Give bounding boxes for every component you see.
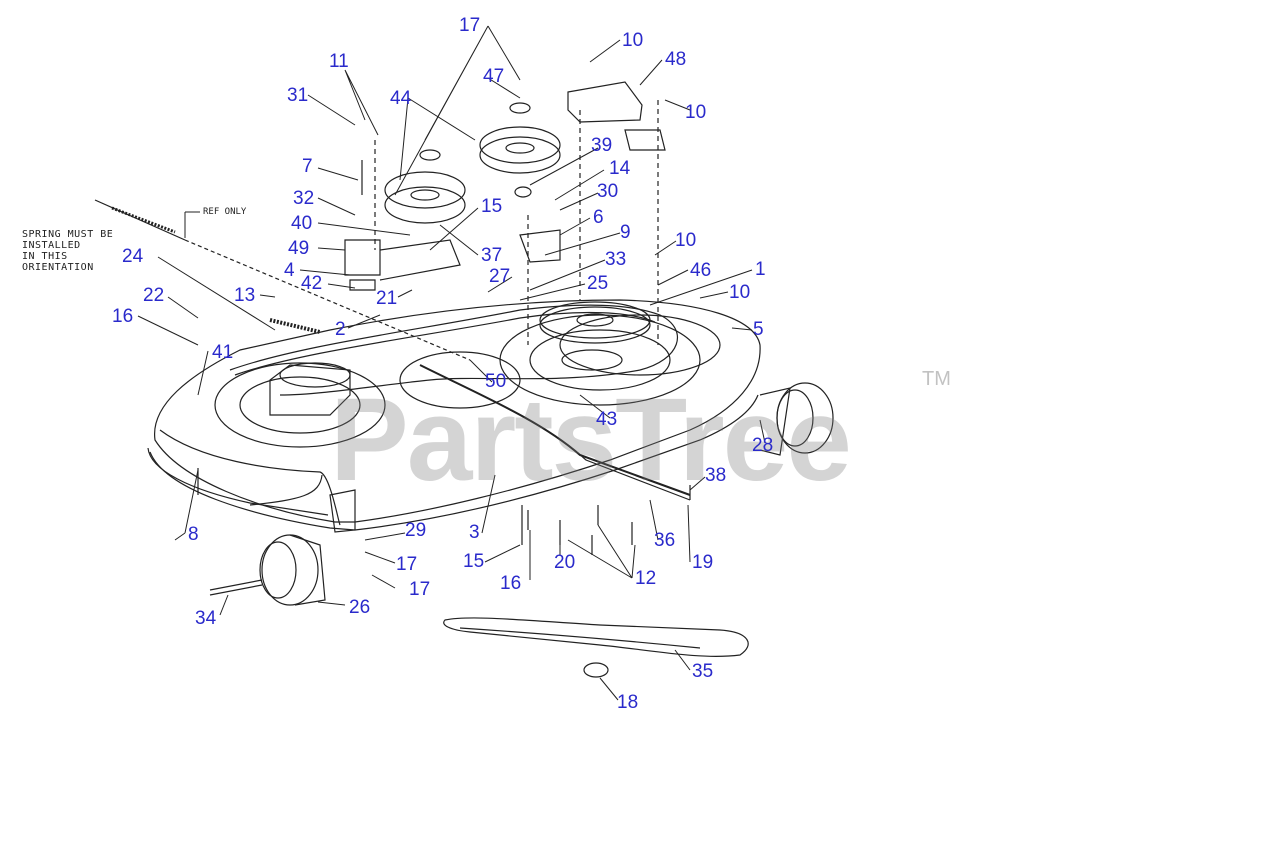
callout-3[interactable]: 3 xyxy=(469,522,480,543)
callout-38[interactable]: 38 xyxy=(705,465,727,486)
callout-7[interactable]: 7 xyxy=(302,156,313,177)
callout-46[interactable]: 46 xyxy=(690,260,712,281)
spring-13 xyxy=(269,318,321,334)
ref-only-label: REF ONLY xyxy=(203,207,247,217)
drive-belt xyxy=(229,304,678,396)
callout-17-bottom[interactable]: 17 xyxy=(409,579,431,600)
callout-6[interactable]: 6 xyxy=(593,207,604,228)
callout-12[interactable]: 12 xyxy=(635,568,657,589)
callout-24[interactable]: 24 xyxy=(122,246,144,267)
callout-4[interactable]: 4 xyxy=(284,260,295,281)
callout-10-lower[interactable]: 10 xyxy=(729,282,751,303)
callout-15-lower[interactable]: 15 xyxy=(463,551,485,572)
callout-14[interactable]: 14 xyxy=(609,158,631,179)
idler-arm xyxy=(344,239,381,276)
callout-31[interactable]: 31 xyxy=(287,85,309,106)
callout-22[interactable]: 22 xyxy=(143,285,165,306)
callout-48[interactable]: 48 xyxy=(665,49,687,70)
front-gauge-wheel xyxy=(261,534,319,606)
callout-49[interactable]: 49 xyxy=(288,238,310,259)
callout-36[interactable]: 36 xyxy=(654,530,676,551)
callout-5[interactable]: 5 xyxy=(753,319,764,340)
callout-42[interactable]: 42 xyxy=(301,273,323,294)
callout-10-mid[interactable]: 10 xyxy=(675,230,697,251)
callout-11[interactable]: 11 xyxy=(329,51,349,72)
callout-47[interactable]: 47 xyxy=(483,66,505,87)
callout-20[interactable]: 20 xyxy=(554,552,576,573)
trademark-mark: TM xyxy=(922,368,951,390)
mower-blade xyxy=(443,617,749,657)
callout-16-lower[interactable]: 16 xyxy=(500,573,522,594)
callout-19[interactable]: 19 xyxy=(692,552,714,573)
callout-21[interactable]: 21 xyxy=(376,288,398,309)
wheel-bolt-34 xyxy=(209,579,263,591)
left-spindle-housing xyxy=(214,362,386,448)
callout-43[interactable]: 43 xyxy=(596,409,618,430)
callout-34[interactable]: 34 xyxy=(195,608,217,629)
callout-40[interactable]: 40 xyxy=(291,213,313,234)
callout-17-mid[interactable]: 17 xyxy=(396,554,418,575)
deck-skirt xyxy=(149,394,759,531)
callout-50[interactable]: 50 xyxy=(485,371,507,392)
idler-pulley-upper xyxy=(479,126,561,164)
callout-10-top[interactable]: 10 xyxy=(622,30,644,51)
idler-pulley-lower xyxy=(384,171,466,209)
callout-44[interactable]: 44 xyxy=(390,88,412,109)
callout-41[interactable]: 41 xyxy=(212,342,234,363)
callout-26[interactable]: 26 xyxy=(349,597,371,618)
right-deck-pulley xyxy=(539,306,651,344)
callout-16-left[interactable]: 16 xyxy=(112,306,134,327)
callout-8[interactable]: 8 xyxy=(188,524,199,545)
callout-32[interactable]: 32 xyxy=(293,188,315,209)
callout-35[interactable]: 35 xyxy=(692,661,714,682)
watermark: PartsTree xyxy=(330,374,852,506)
callout-13[interactable]: 13 xyxy=(234,285,256,306)
callout-33[interactable]: 33 xyxy=(605,249,627,270)
callout-15-upper[interactable]: 15 xyxy=(481,196,503,217)
deck-shell xyxy=(154,299,761,523)
spring-orientation-note: SPRING MUST BE INSTALLED IN THIS ORIENTA… xyxy=(22,229,114,273)
callout-30[interactable]: 30 xyxy=(597,181,619,202)
callout-29[interactable]: 29 xyxy=(405,520,427,541)
tension-cable xyxy=(94,199,186,241)
callout-37[interactable]: 37 xyxy=(481,245,503,266)
callout-39[interactable]: 39 xyxy=(591,135,613,156)
callout-2[interactable]: 2 xyxy=(335,319,346,340)
callout-17-top[interactable]: 17 xyxy=(459,15,481,36)
callout-18[interactable]: 18 xyxy=(617,692,639,713)
left-spindle-pulley xyxy=(269,364,351,416)
callout-25[interactable]: 25 xyxy=(587,273,609,294)
callout-1[interactable]: 1 xyxy=(755,259,766,280)
callout-27[interactable]: 27 xyxy=(489,266,511,287)
bracket-48 xyxy=(567,81,643,123)
callout-28[interactable]: 28 xyxy=(752,435,774,456)
callout-10-right[interactable]: 10 xyxy=(685,102,707,123)
blade-adapter xyxy=(583,662,609,678)
callout-9[interactable]: 9 xyxy=(620,222,631,243)
